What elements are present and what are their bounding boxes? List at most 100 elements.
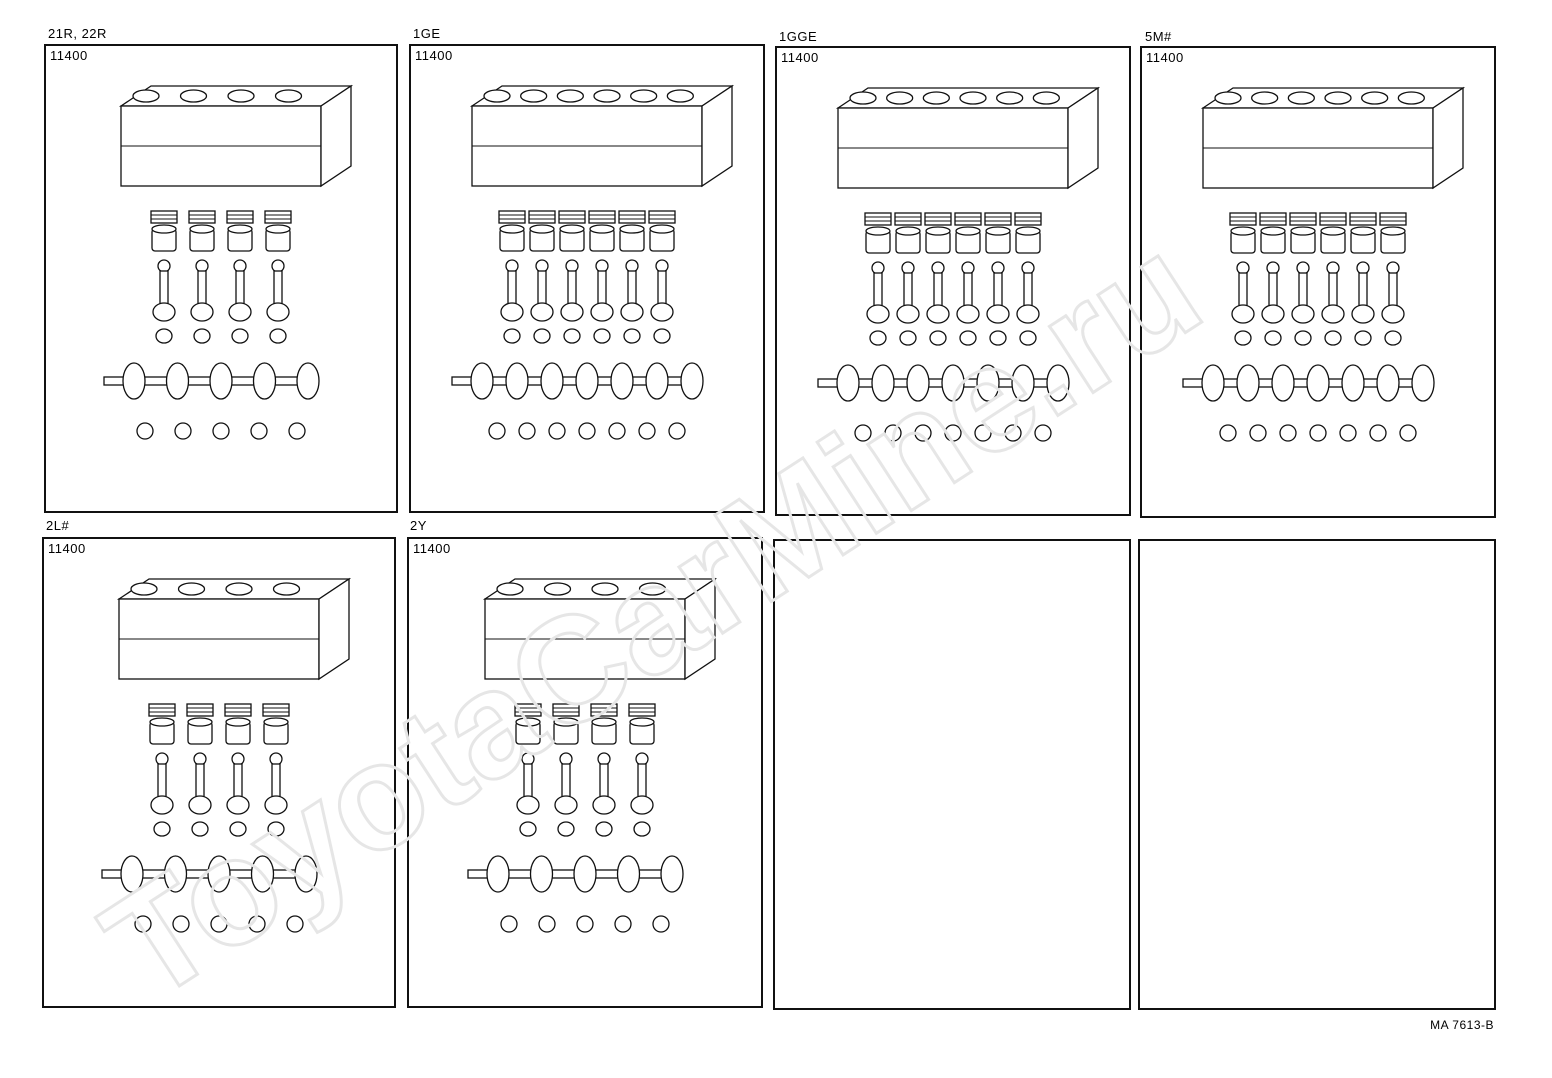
- bearing: [1324, 330, 1342, 346]
- piston: [498, 210, 526, 252]
- exploded-parts: [103, 84, 354, 440]
- bearing: [854, 424, 872, 442]
- connecting-rod: [190, 259, 214, 322]
- connecting-rod: [500, 259, 524, 322]
- connecting-rod: [1321, 261, 1345, 324]
- piston: [618, 210, 646, 252]
- part-number: 11400: [415, 48, 453, 63]
- bearing: [929, 330, 947, 346]
- bearing: [210, 915, 228, 933]
- piston: [262, 703, 290, 745]
- exploded-parts: [101, 577, 352, 933]
- engine-label-1gge: 1GGE: [779, 29, 818, 44]
- bearing: [1249, 424, 1267, 442]
- bearing: [899, 330, 917, 346]
- piston: [984, 212, 1012, 254]
- connecting-rod: [986, 261, 1010, 324]
- panel-2l: 11400: [42, 537, 396, 1008]
- crankshaft: [1182, 364, 1435, 402]
- short-block-illustration: [817, 86, 1101, 442]
- bearing: [538, 915, 556, 933]
- crankshaft: [817, 364, 1070, 402]
- bearing: [869, 330, 887, 346]
- bearing: [608, 422, 626, 440]
- bearing: [652, 915, 670, 933]
- bearing: [1004, 424, 1022, 442]
- bearing: [269, 328, 287, 344]
- connecting-rod: [530, 259, 554, 322]
- bearing: [563, 328, 581, 344]
- bearing: [503, 328, 521, 344]
- bearing: [623, 328, 641, 344]
- part-number: 11400: [1146, 50, 1184, 65]
- bearing: [974, 424, 992, 442]
- cylinder-block: [482, 577, 718, 681]
- panel-21r-22r: 11400: [44, 44, 398, 513]
- connecting-rod: [152, 259, 176, 322]
- bearing: [614, 915, 632, 933]
- connecting-rod: [650, 259, 674, 322]
- piston: [226, 210, 254, 252]
- bearing: [1339, 424, 1357, 442]
- engine-label-21r-22r: 21R, 22R: [48, 26, 107, 41]
- bearing: [653, 328, 671, 344]
- piston: [628, 703, 656, 745]
- piston: [590, 703, 618, 745]
- piston: [894, 212, 922, 254]
- bearing: [638, 422, 656, 440]
- connecting-rod: [266, 259, 290, 322]
- bearing: [914, 424, 932, 442]
- bearing: [668, 422, 686, 440]
- bearing: [944, 424, 962, 442]
- diagram-code: MA 7613-B: [1430, 1018, 1494, 1032]
- engine-label-1ge: 1GE: [413, 26, 441, 41]
- piston: [148, 703, 176, 745]
- piston: [1289, 212, 1317, 254]
- piston: [1014, 212, 1042, 254]
- bearing: [518, 422, 536, 440]
- panel-empty-2: [1138, 539, 1496, 1010]
- bearing: [1034, 424, 1052, 442]
- piston: [552, 703, 580, 745]
- bearing: [155, 328, 173, 344]
- bearing: [1264, 330, 1282, 346]
- connecting-rod: [228, 259, 252, 322]
- piston: [528, 210, 556, 252]
- bearing: [1294, 330, 1312, 346]
- piston: [188, 210, 216, 252]
- bearing: [1354, 330, 1372, 346]
- piston: [1349, 212, 1377, 254]
- piston: [186, 703, 214, 745]
- cylinder-block: [118, 84, 354, 188]
- short-block-illustration: [451, 84, 735, 440]
- connecting-rod: [1291, 261, 1315, 324]
- connecting-rod: [554, 752, 578, 815]
- bearing: [153, 821, 171, 837]
- exploded-parts: [1182, 86, 1466, 442]
- piston: [954, 212, 982, 254]
- connecting-rod: [1016, 261, 1040, 324]
- bearing: [884, 424, 902, 442]
- bearing: [1309, 424, 1327, 442]
- panel-1gge: 11400: [775, 46, 1131, 516]
- bearing: [557, 821, 575, 837]
- cylinder-block: [1200, 86, 1466, 190]
- part-number: 11400: [48, 541, 86, 556]
- connecting-rod: [226, 752, 250, 815]
- exploded-parts: [467, 577, 718, 933]
- bearing: [267, 821, 285, 837]
- connecting-rod: [1231, 261, 1255, 324]
- piston: [264, 210, 292, 252]
- short-block-illustration: [467, 577, 718, 933]
- piston: [1229, 212, 1257, 254]
- cylinder-block: [835, 86, 1101, 190]
- bearing: [288, 422, 306, 440]
- bearing: [519, 821, 537, 837]
- short-block-illustration: [1182, 86, 1466, 442]
- piston: [588, 210, 616, 252]
- connecting-rod: [620, 259, 644, 322]
- cylinder-block: [116, 577, 352, 681]
- panel-1ge: 11400: [409, 44, 765, 513]
- piston: [558, 210, 586, 252]
- crankshaft: [467, 855, 684, 893]
